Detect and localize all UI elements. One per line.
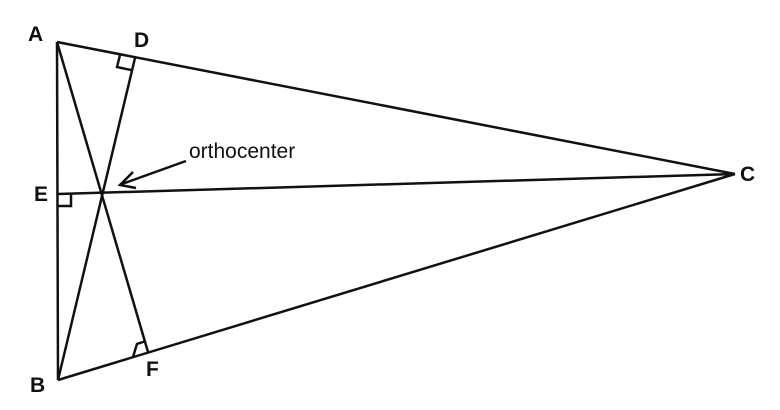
arrow-head	[117, 171, 137, 190]
orthocenter-arrow	[117, 159, 187, 190]
orthocenter-label: orthocenter	[189, 140, 295, 163]
label-c: C	[740, 163, 755, 186]
label-f: F	[146, 358, 159, 381]
altitude-ce	[57, 172, 736, 196]
label-b: B	[30, 374, 45, 397]
label-e: E	[34, 183, 48, 206]
arrow-shaft	[121, 159, 187, 186]
triangle-sides	[55, 40, 736, 382]
side-bc	[57, 172, 736, 382]
altitude-bd	[56, 57, 137, 381]
label-a: A	[28, 23, 43, 46]
altitude-af	[55, 41, 150, 353]
label-d: D	[134, 29, 149, 52]
right-angle-e	[58, 194, 73, 208]
side-ab	[55, 41, 60, 381]
right-angle-f	[131, 339, 147, 358]
side-ac	[56, 40, 736, 176]
altitudes	[55, 41, 736, 381]
right-angle-d	[115, 54, 132, 72]
right-angle-markers	[58, 54, 147, 358]
